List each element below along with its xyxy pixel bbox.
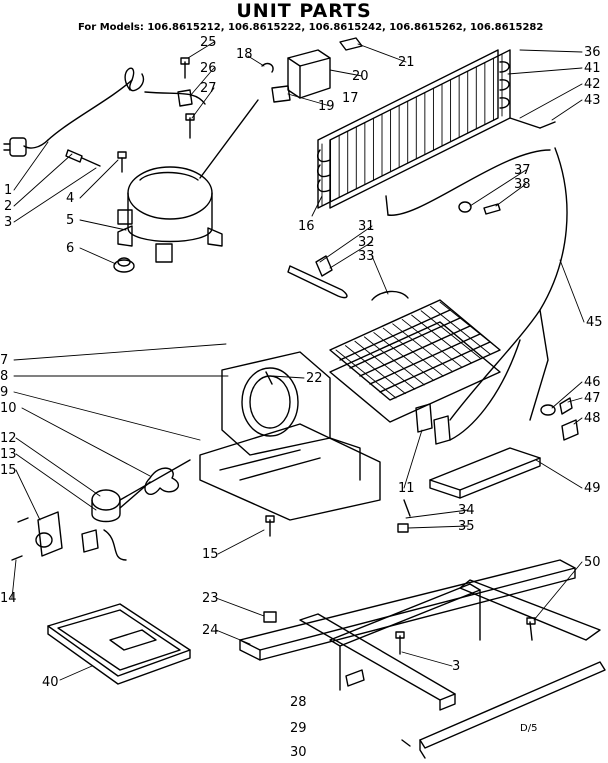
callout-47: 47 [584,391,601,406]
callout-18: 18 [236,47,253,62]
callout-48: 48 [584,411,601,426]
callout-14: 14 [0,591,17,606]
callout-43: 43 [584,93,601,108]
callout-21: 21 [398,55,415,70]
callout-26: 26 [200,61,217,76]
callout-25: 25 [200,35,217,50]
callout-33: 33 [358,249,375,264]
callout-37: 37 [514,163,531,178]
evaporator-tubes-drawing [335,301,501,399]
capillary-tube-drawing [449,147,568,441]
callout-7: 7 [0,353,9,368]
callout-29: 29 [290,721,307,736]
callout-35: 35 [458,519,475,534]
callout-9: 9 [0,385,9,400]
callout-8: 8 [0,369,9,384]
evaporator-drawing [287,255,501,445]
relay-drawing [177,57,195,139]
callout-6: 6 [66,241,75,256]
callout-3-lower: 3 [452,659,461,674]
callout-24: 24 [202,623,219,638]
compressor-drawing [117,99,259,263]
callout-10: 10 [0,401,17,416]
drawing-code: D/5 [520,723,538,734]
callout-3: 3 [4,215,13,230]
drip-pan-drawing [47,603,191,685]
terminal-cover-drawing [261,37,363,103]
callout-42: 42 [584,77,601,92]
callout-36: 36 [584,45,601,60]
callout-23: 23 [202,591,219,606]
callout-4: 4 [66,191,75,206]
callout-1: 1 [4,183,13,198]
callout-12: 12 [0,431,17,446]
base-frame-drawing [239,559,606,759]
callout-13: 13 [0,447,17,462]
small-hardware-drawing [263,499,536,747]
callout-16: 16 [298,219,315,234]
callout-38: 38 [514,177,531,192]
callout-30: 30 [290,745,307,760]
callout-15-lower: 15 [202,547,219,562]
diagram-title: UNIT PARTS [236,0,372,22]
drain-bracket-drawing [429,397,579,499]
callout-31: 31 [358,219,375,234]
callout-40: 40 [42,675,59,690]
callout-49: 49 [584,481,601,496]
grommet-drawing [113,257,135,273]
callout-50: 50 [584,555,601,570]
callout-2: 2 [4,199,13,214]
callout-28: 28 [290,695,307,710]
callout-22: 22 [306,371,323,386]
condenser-drawing [317,49,556,216]
callout-11: 11 [398,481,415,496]
model-list: For Models: 106.8615212, 106.8615222, 10… [78,22,544,33]
callout-32: 32 [358,235,375,250]
callout-17: 17 [342,91,359,106]
fan-motor-drawing [11,459,191,561]
power-cord-drawing [3,67,206,167]
bolt-drawing [117,151,127,173]
fan-shroud-drawing [199,351,381,521]
callout-20: 20 [352,69,369,84]
callout-19: 19 [318,99,335,114]
callout-45: 45 [586,315,603,330]
callout-34: 34 [458,503,475,518]
callout-46: 46 [584,375,601,390]
callout-5: 5 [66,213,75,228]
callout-27: 27 [200,81,217,96]
callout-15-left: 15 [0,463,17,478]
callout-41: 41 [584,61,601,76]
callout-leaders [11,41,585,681]
